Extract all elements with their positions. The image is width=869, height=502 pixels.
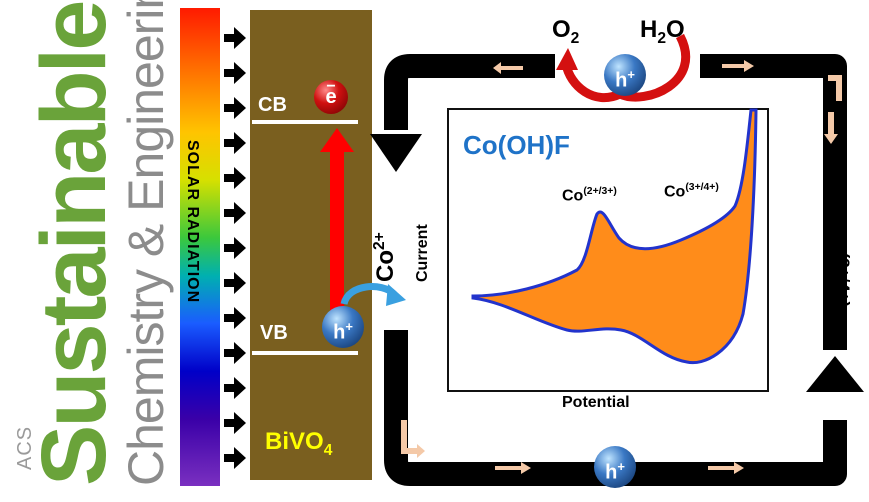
radiation-arrow bbox=[224, 132, 246, 154]
y-axis-label: Current bbox=[414, 224, 431, 282]
inset-title: Co(OH)F bbox=[463, 130, 570, 160]
cb-label: CB bbox=[258, 94, 287, 116]
radiation-arrow bbox=[224, 272, 246, 294]
hole-ball-top: h+ bbox=[604, 54, 646, 96]
radiation-arrow bbox=[224, 27, 246, 49]
cycle-arrowhead-down bbox=[370, 134, 422, 172]
o2-label: O2 bbox=[552, 16, 580, 47]
solar-spectrum-bar bbox=[180, 8, 220, 486]
x-axis-label: Potential bbox=[562, 394, 630, 411]
radiation-arrow bbox=[224, 202, 246, 224]
radiation-arrow bbox=[224, 447, 246, 469]
radiation-arrow bbox=[224, 377, 246, 399]
bivo4-label: BiVO4 bbox=[265, 428, 333, 459]
electron-ball: − e bbox=[314, 78, 348, 114]
radiation-arrow bbox=[224, 167, 246, 189]
cycle-top-left bbox=[384, 54, 555, 130]
cv-curve bbox=[471, 108, 758, 365]
radiation-arrows bbox=[224, 27, 246, 469]
hole-transfer-arrow bbox=[340, 283, 406, 306]
hole-ball-bottom: h+ bbox=[594, 446, 636, 488]
conduction-band-line bbox=[252, 120, 358, 124]
peak-label-co23: Co(2+/3+) bbox=[562, 186, 617, 205]
bivo4-semiconductor bbox=[250, 10, 372, 480]
cycle-arrowhead-up bbox=[806, 356, 864, 392]
inner-arrow bbox=[493, 62, 523, 74]
co2-plus-label: Co2+ bbox=[371, 232, 399, 282]
cycle-bottom bbox=[384, 330, 847, 486]
inner-arrow bbox=[824, 112, 838, 144]
inner-arrow bbox=[708, 462, 744, 474]
excitation-arrow bbox=[320, 128, 354, 328]
radiation-arrow bbox=[224, 237, 246, 259]
inner-arrow bbox=[495, 462, 531, 474]
radiation-arrow bbox=[224, 97, 246, 119]
radiation-arrow bbox=[224, 307, 246, 329]
peak-label-co34: Co(3+/4+) bbox=[664, 182, 719, 201]
radiation-arrow bbox=[224, 62, 246, 84]
inner-arrow bbox=[722, 60, 754, 72]
valence-band-line bbox=[252, 351, 358, 355]
hole-ball-vb: h+ bbox=[322, 306, 364, 348]
inner-arrow bbox=[401, 420, 425, 458]
h2o-label: H2O bbox=[640, 16, 685, 47]
co34-plus-label: Co(3+/4+) bbox=[822, 218, 853, 308]
radiation-arrow bbox=[224, 412, 246, 434]
radiation-arrow bbox=[224, 342, 246, 364]
inner-arrow bbox=[828, 75, 842, 101]
vb-label: VB bbox=[260, 322, 288, 344]
